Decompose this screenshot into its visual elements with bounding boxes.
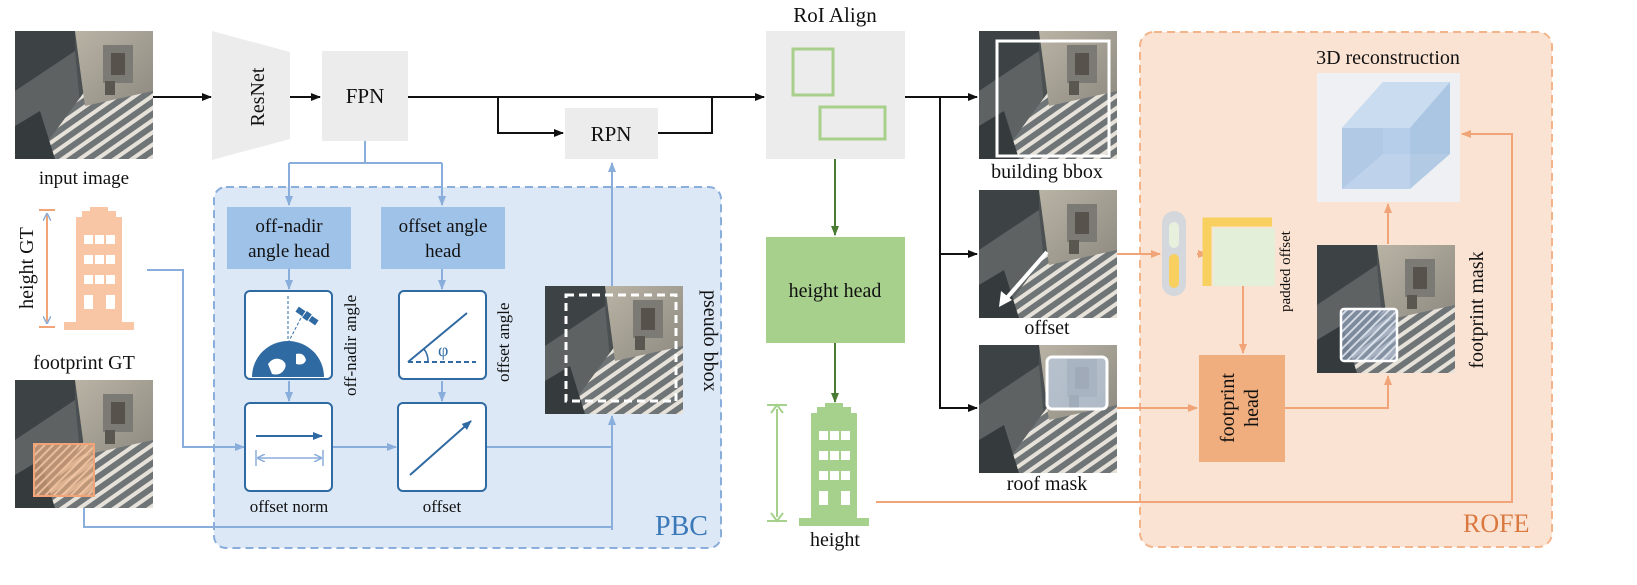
offset-pbc-label: offset — [423, 497, 462, 516]
roi-box-1 — [791, 47, 835, 97]
resnet-label: ResNet — [247, 67, 269, 126]
height-range-icon — [767, 403, 787, 523]
angle-ray — [407, 312, 468, 363]
offset-arrow-icon — [409, 420, 472, 476]
roi-box-2 — [818, 105, 887, 141]
padded-offset-block — [1213, 228, 1275, 286]
input-image — [15, 31, 153, 159]
off-nadir-head-line2: angle head — [248, 241, 330, 262]
rpn-label: RPN — [591, 122, 632, 146]
earth-land — [268, 353, 306, 375]
pseudo-bbox-label: pseudo bbox — [699, 290, 721, 392]
height-head-label: height head — [789, 280, 882, 302]
pbc-arrows — [83, 141, 616, 530]
off-nadir-ray — [287, 311, 305, 344]
off-nadir-angle-head — [227, 207, 351, 269]
reconstruction-label: 3D reconstruction — [1316, 47, 1460, 69]
phi-label: φ — [438, 340, 448, 360]
off-nadir-head-line1: off-nadir — [255, 216, 323, 237]
footprint-gt-label: footprint GT — [33, 352, 135, 374]
footprint-mask-image — [1317, 245, 1455, 373]
height-output-label: height — [810, 529, 860, 551]
footprint-head-line1: footprint — [1217, 373, 1239, 443]
offset-angle-head-line1: offset angle — [399, 216, 488, 237]
offset-output-label: offset — [1024, 317, 1070, 339]
building-icon — [64, 207, 134, 330]
vector-slot-1 — [1169, 222, 1179, 248]
resnet-block — [212, 31, 290, 160]
footprint-head-line2: head — [1241, 389, 1263, 427]
offset-angle-label: offset angle — [494, 303, 513, 382]
fpn-block — [322, 51, 408, 141]
offset-angle-box — [398, 290, 487, 380]
offset-norm-label: offset norm — [250, 497, 329, 516]
building-bbox-image — [979, 31, 1117, 159]
height-head-block — [766, 237, 905, 343]
building-bbox-label: building bbox — [991, 161, 1103, 183]
offset-vector-pill — [1162, 211, 1186, 296]
height-gt-label: height GT — [16, 227, 38, 309]
input-image-label: input image — [39, 168, 129, 189]
pbc-label: PBC — [655, 511, 708, 542]
padded-offset-frame — [1202, 217, 1272, 286]
footprint-gt-image — [15, 380, 153, 508]
roof-mask-label: roof mask — [1007, 473, 1088, 495]
offset-angle-head — [381, 207, 505, 269]
angle-arc-icon — [423, 348, 429, 363]
3d-box-icon — [1342, 82, 1450, 189]
rofe-arrows — [876, 130, 1513, 503]
footprint-mask-label: footprint mask — [1466, 251, 1488, 368]
roof-mask-image — [979, 345, 1117, 473]
height-gt-range-icon — [39, 209, 55, 328]
footprint-head-block — [1199, 355, 1285, 462]
rpn-block — [565, 108, 658, 159]
offset-output-image — [979, 190, 1117, 318]
pseudo-bbox-image — [545, 286, 683, 414]
padded-offset-label: padded offset — [1278, 230, 1294, 312]
off-nadir-angle-label: off-nadir angle — [341, 295, 360, 396]
main-arrows — [153, 93, 978, 412]
height-building-icon — [799, 403, 869, 526]
fpn-label: FPN — [346, 84, 385, 108]
rofe-label: ROFE — [1463, 509, 1529, 538]
vector-slot-2 — [1169, 254, 1179, 288]
satellite-icon — [295, 306, 319, 326]
offset-norm-box — [244, 402, 333, 492]
roi-align-label: RoI Align — [793, 3, 877, 27]
offset-angle-head-line2: head — [425, 241, 461, 262]
